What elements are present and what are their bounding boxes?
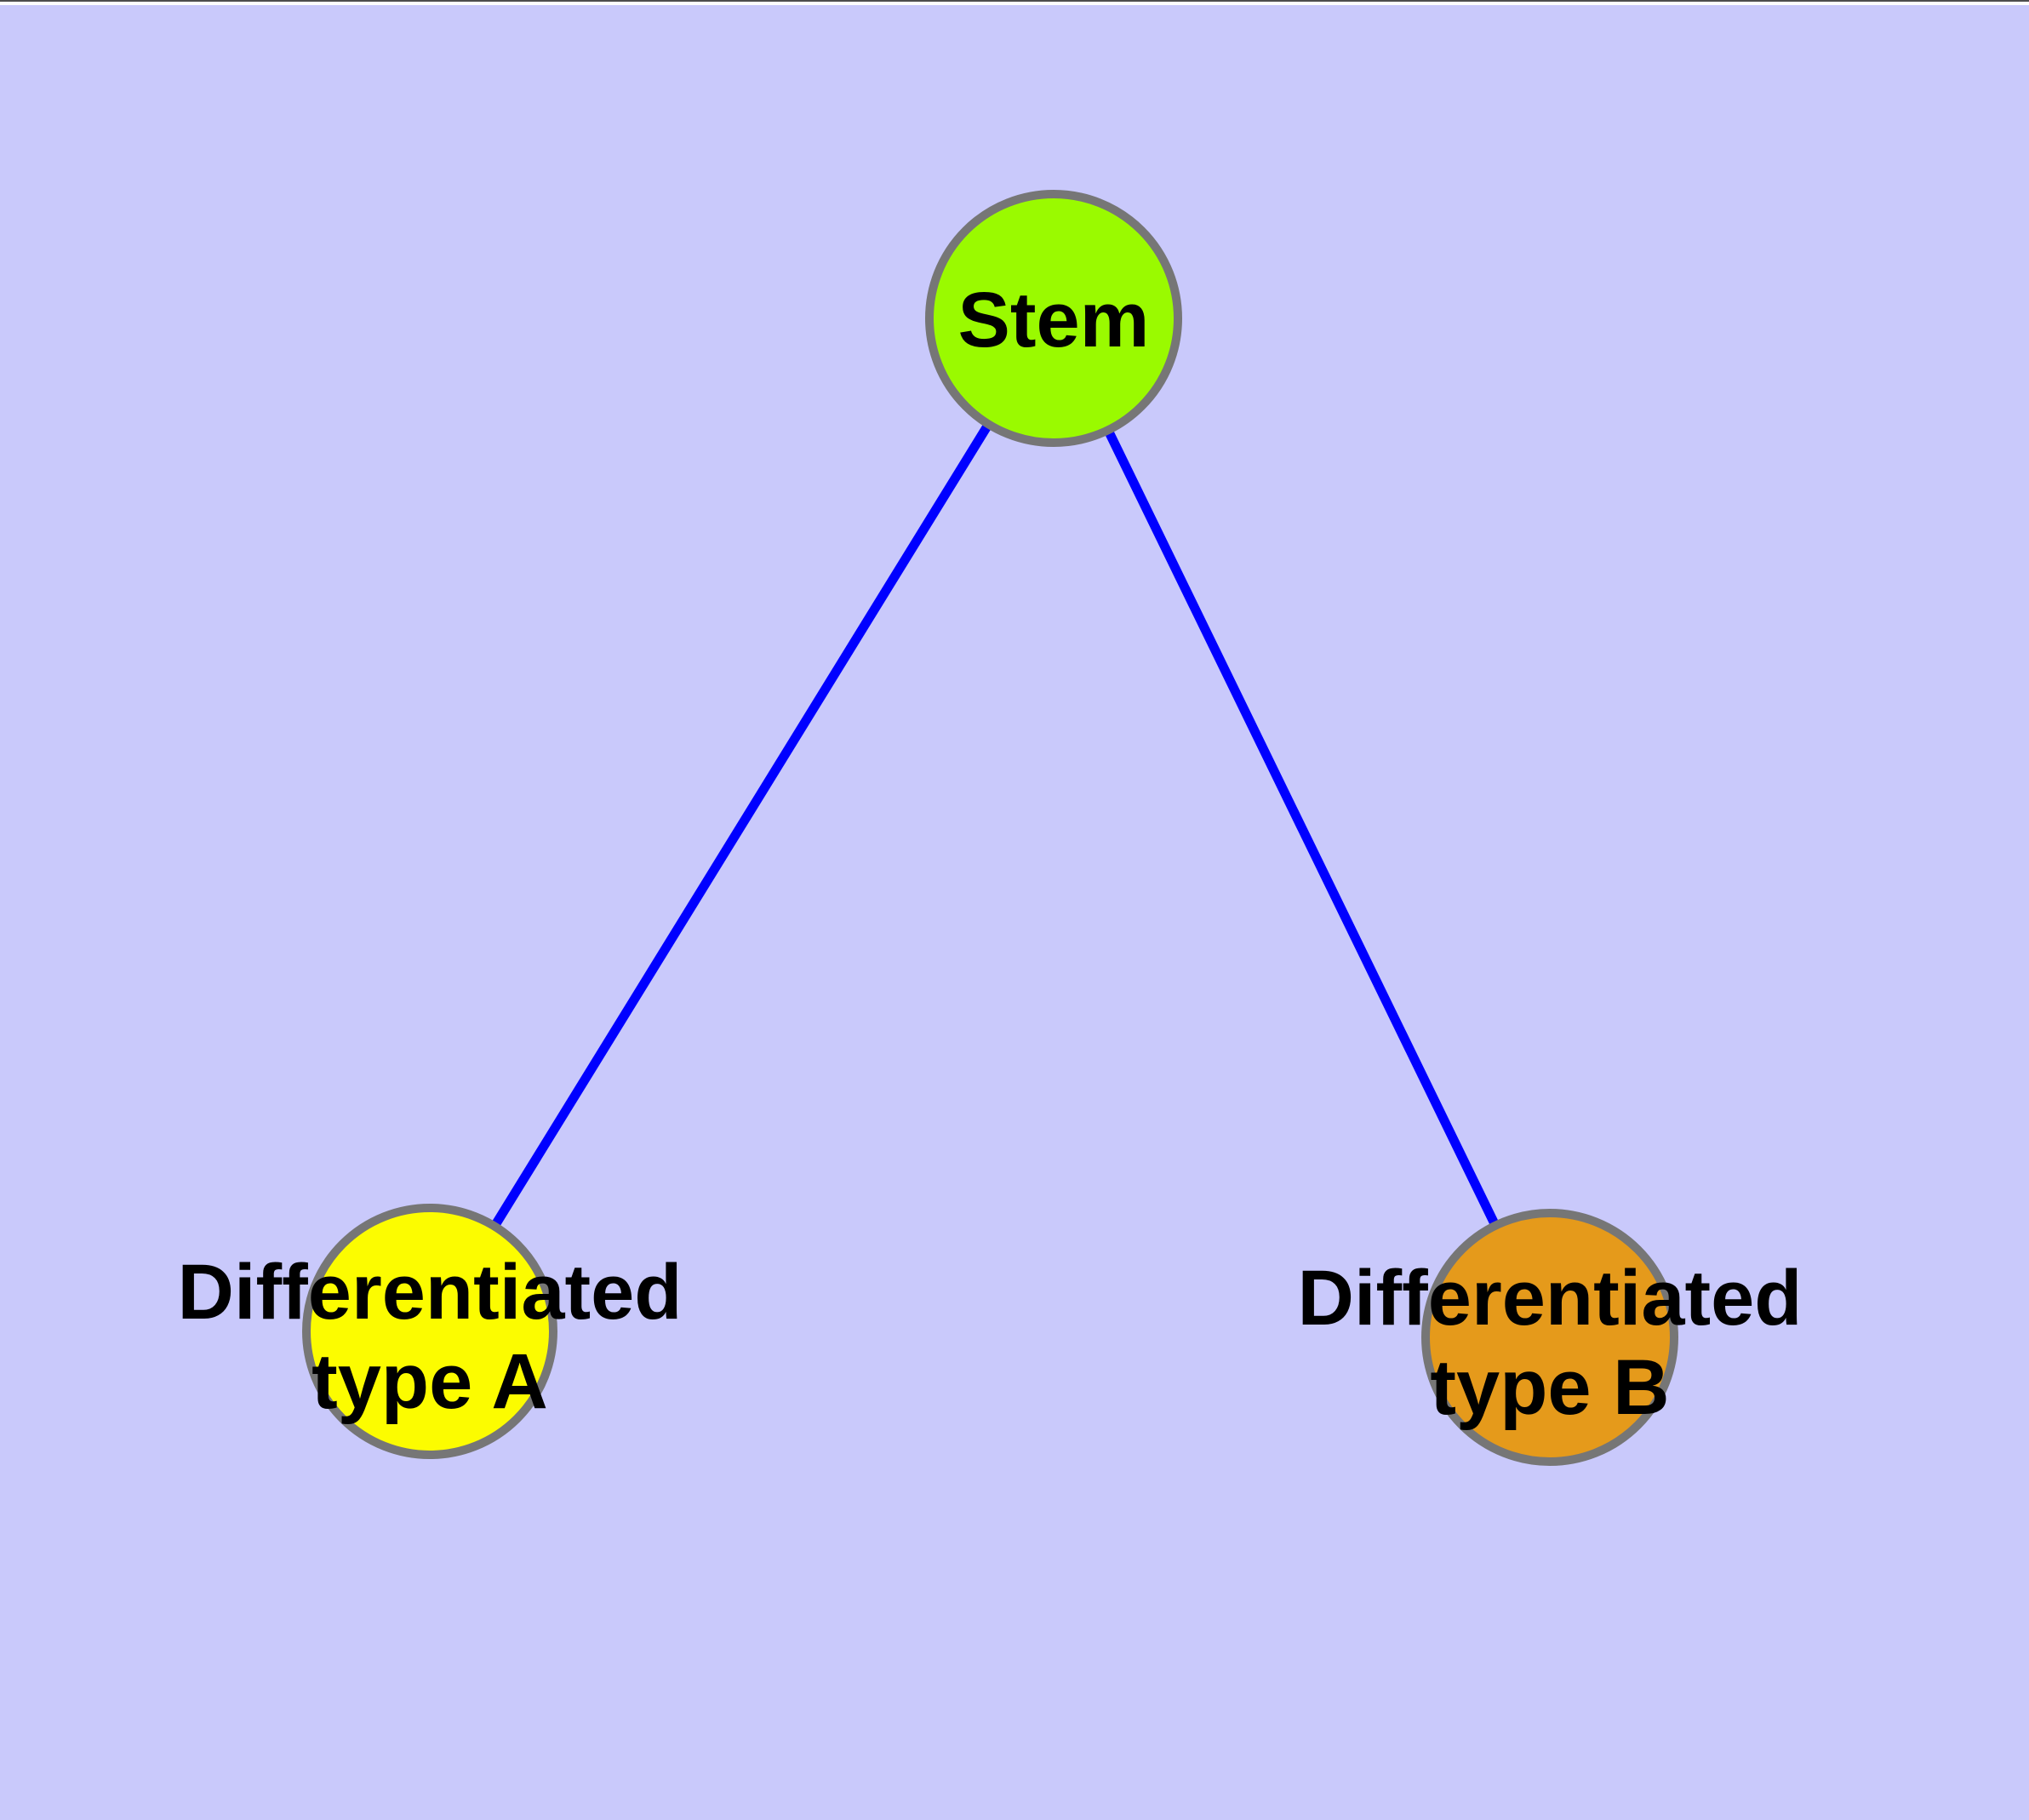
node-differentiated-type-b-label-line1: Differentiated bbox=[1298, 1255, 1803, 1342]
node-stem: Stem bbox=[925, 190, 1182, 447]
node-differentiated-type-a: Differentiated type A bbox=[178, 1204, 683, 1459]
window-top-edge-light-strip bbox=[0, 2, 2029, 5]
node-differentiated-type-a-label-line2: type A bbox=[311, 1338, 548, 1425]
window-top-edge-dark-line bbox=[0, 0, 2029, 2]
edge-stem-to-type-b bbox=[1049, 316, 1554, 1340]
node-differentiated-type-b: Differentiated type B bbox=[1298, 1209, 1803, 1466]
edge-stem-to-type-a bbox=[426, 316, 1058, 1334]
node-stem-circle bbox=[925, 190, 1182, 447]
node-differentiated-type-a-label-line1: Differentiated bbox=[178, 1249, 683, 1336]
node-differentiated-type-b-label-line2: type B bbox=[1430, 1344, 1669, 1431]
node-stem-label: Stem bbox=[958, 277, 1150, 363]
node-differentiated-type-b-circle bbox=[1421, 1209, 1678, 1466]
node-differentiated-type-a-circle bbox=[302, 1204, 557, 1459]
